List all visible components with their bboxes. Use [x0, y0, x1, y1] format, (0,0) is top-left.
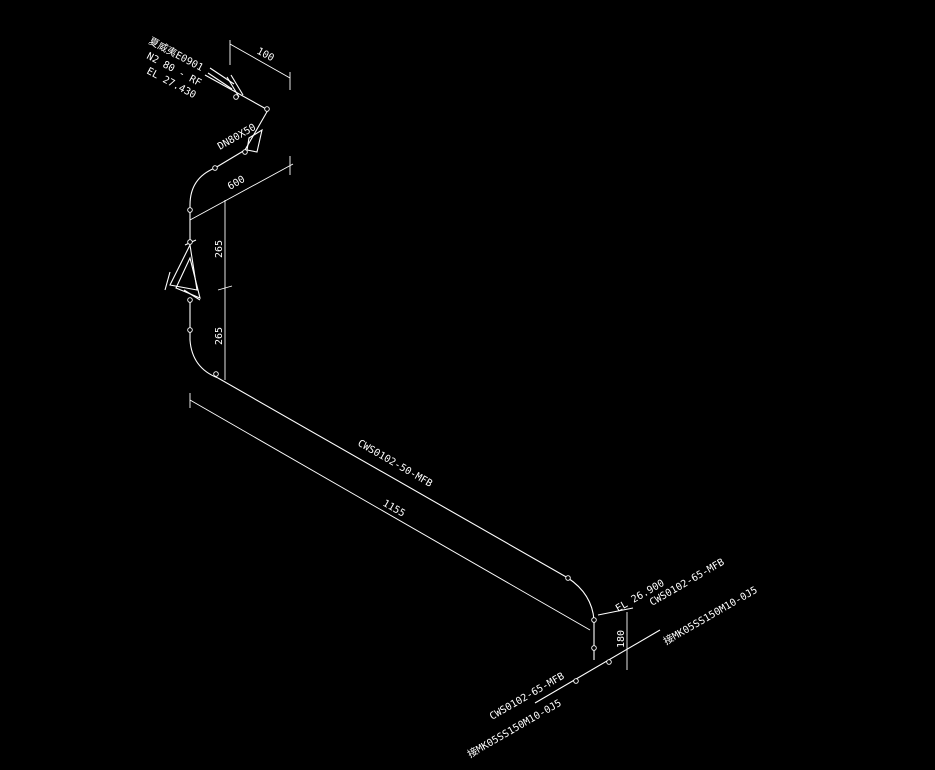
dim-text-right-vertical: 180: [616, 630, 627, 648]
upper-elbow: [189, 167, 216, 206]
reducer-icon: [246, 128, 263, 153]
weld-node: [212, 165, 218, 171]
dim-text-long-run: 1155: [381, 498, 407, 520]
top-nozzle-tag: 夏威夷E0901 N2 80 - RF EL 27.430: [145, 34, 206, 101]
weld-node: [187, 297, 193, 303]
weld-nodes: [187, 94, 612, 684]
pipe-segment-long-run: [217, 377, 569, 579]
weld-node: [565, 575, 571, 581]
dim-text-upper-vertical: 265: [214, 240, 225, 258]
pipe-segment-lower-branch: [534, 629, 661, 704]
lower-elbow: [189, 339, 219, 379]
dim-text-lower-vertical: 265: [214, 327, 225, 345]
weld-node: [606, 659, 612, 665]
weld-node: [187, 327, 193, 333]
flange-icon: [207, 67, 244, 98]
valve-icon: [164, 239, 201, 301]
pipe-segment-reducer-drop: [244, 109, 269, 151]
weld-node: [591, 617, 597, 623]
pipe-segment-upper: [214, 149, 246, 169]
dimension-lines: [189, 40, 634, 670]
weld-node: [233, 94, 239, 100]
weld-node: [213, 371, 219, 377]
weld-node: [187, 239, 193, 245]
weld-node: [264, 106, 270, 112]
pipe-route: [189, 74, 661, 704]
dim-text-upper-horizontal: 600: [226, 174, 247, 193]
weld-node: [242, 149, 248, 155]
weld-node: [573, 678, 579, 684]
dim-text-top: 100: [255, 46, 276, 64]
weld-node: [187, 207, 193, 213]
weld-node: [591, 645, 597, 651]
right-elbow: [567, 577, 595, 621]
